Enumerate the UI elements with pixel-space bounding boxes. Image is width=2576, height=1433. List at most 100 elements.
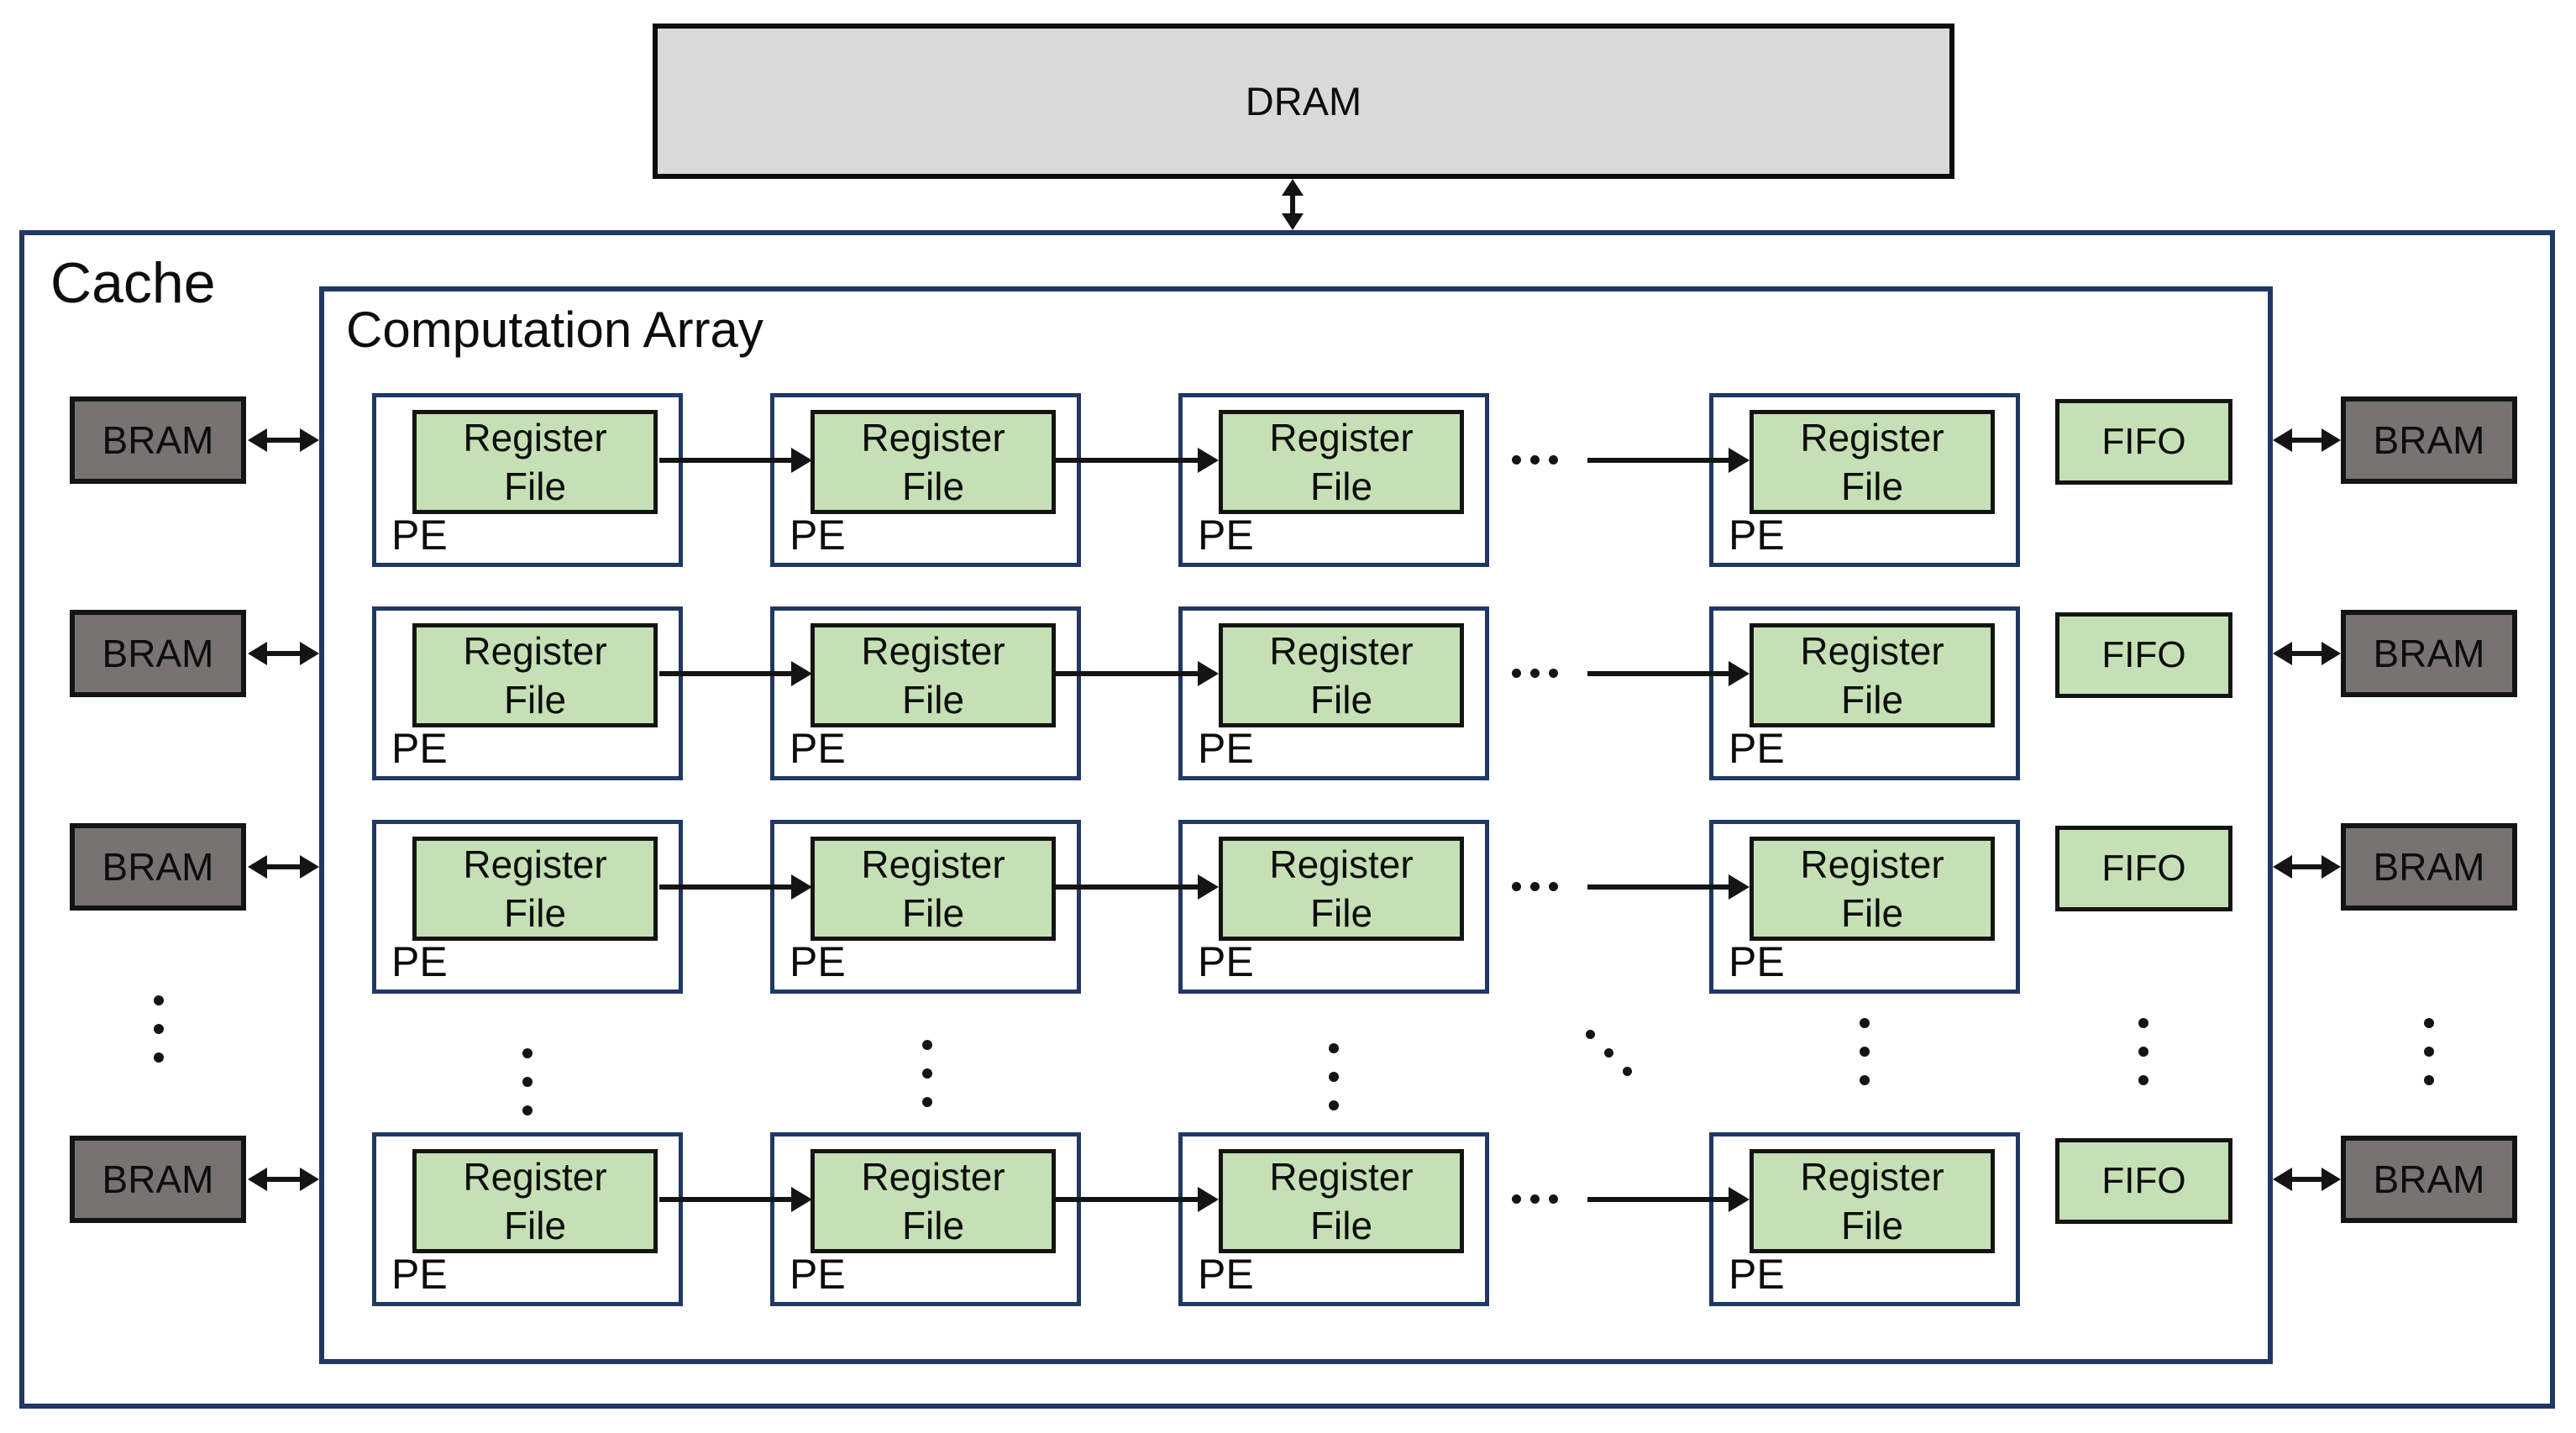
register-file-label: Register	[463, 415, 607, 459]
bram-right-4: BRAM	[2341, 1136, 2517, 1223]
bram-right-3: BRAM	[2341, 823, 2517, 911]
pe-label: PE	[391, 725, 448, 772]
dram-cache-bidirectional-arrow-icon	[1290, 196, 1295, 213]
pe-label: PE	[790, 512, 846, 559]
bram-label: BRAM	[2373, 632, 2485, 675]
register-file-label: Register	[1800, 628, 1944, 673]
bram-label: BRAM	[102, 632, 214, 675]
pe-label: PE	[1729, 938, 1785, 985]
bram-label: BRAM	[102, 1157, 214, 1201]
bram-label: BRAM	[2373, 1157, 2485, 1201]
bram-label: BRAM	[102, 845, 214, 889]
array-bram-bidirectional-arrow-icon	[2292, 438, 2322, 443]
register-file-label: Register	[861, 1154, 1005, 1199]
fifo-label: FIFO	[2101, 634, 2186, 675]
register-file-label: Register	[463, 1154, 607, 1199]
pe-label: PE	[1198, 1251, 1254, 1298]
register-file-label: File	[1309, 678, 1373, 722]
pe-label: PE	[391, 1251, 448, 1298]
register-file-label: File	[503, 1204, 567, 1247]
register-file-label: Register	[1800, 415, 1944, 459]
register-file-label: Register	[861, 628, 1005, 673]
array-bram-bidirectional-arrow-icon	[2292, 1177, 2322, 1182]
bram-array-bidirectional-arrow-icon	[267, 1177, 300, 1182]
computation-array-label: Computation Array	[346, 302, 763, 358]
dataflow-arrow-icon	[1056, 884, 1198, 890]
register-file-label: File	[1840, 678, 1904, 722]
vertical-ellipsis-icon	[1329, 1043, 1339, 1110]
register-file-label: File	[503, 465, 567, 508]
register-file-label: Register	[1269, 842, 1414, 886]
bram-label: BRAM	[2373, 418, 2485, 462]
dataflow-arrow-icon	[1587, 458, 1729, 463]
register-file-label: File	[1309, 891, 1373, 935]
register-file-label: Register	[861, 415, 1005, 459]
dram-block: DRAM	[653, 24, 1954, 179]
dataflow-arrow-icon	[1587, 1197, 1729, 1202]
fifo-block: FIFO	[2055, 612, 2232, 698]
pe-label: PE	[790, 1251, 846, 1298]
vertical-ellipsis-icon	[2138, 1018, 2148, 1085]
array-bram-bidirectional-arrow-icon	[2292, 864, 2322, 869]
horizontal-ellipsis-icon	[1512, 669, 1558, 678]
fifo-label: FIFO	[2101, 1160, 2186, 1201]
register-file-label: File	[901, 678, 965, 722]
register-file-label: File	[1309, 1204, 1373, 1247]
bram-right-1: BRAM	[2341, 396, 2517, 484]
register-file-label: File	[901, 1204, 965, 1247]
vertical-ellipsis-icon	[922, 1040, 932, 1107]
fifo-block: FIFO	[2055, 826, 2232, 911]
dataflow-arrow-icon	[1056, 671, 1198, 676]
register-file-label: Register	[1269, 1154, 1414, 1199]
register-file-label: File	[1309, 465, 1373, 508]
horizontal-ellipsis-icon	[1512, 1194, 1558, 1204]
pe-label: PE	[1729, 725, 1785, 772]
register-file-label: File	[901, 465, 965, 508]
pe-label: PE	[790, 938, 846, 985]
register-file-label: Register	[1800, 842, 1944, 886]
register-file-label: Register	[1800, 1154, 1944, 1199]
dataflow-arrow-icon	[1587, 884, 1729, 890]
register-file-label: File	[503, 678, 567, 722]
bram-label: BRAM	[102, 418, 214, 462]
fifo-label: FIFO	[2101, 421, 2186, 462]
dataflow-arrow-icon	[659, 458, 791, 463]
bram-array-bidirectional-arrow-icon	[267, 438, 300, 443]
pe-label: PE	[1198, 938, 1254, 985]
vertical-ellipsis-icon	[1860, 1018, 1870, 1085]
bram-array-bidirectional-arrow-icon	[267, 651, 300, 656]
pe-label: PE	[1198, 512, 1254, 559]
register-file-label: Register	[463, 628, 607, 673]
pe-label: PE	[1729, 512, 1785, 559]
dram-label: DRAM	[1245, 79, 1362, 123]
horizontal-ellipsis-icon	[1512, 882, 1558, 891]
pe-label: PE	[391, 512, 448, 559]
register-file-label: File	[1840, 1204, 1904, 1247]
dataflow-arrow-icon	[659, 1197, 791, 1202]
bram-left-1: BRAM	[70, 396, 246, 484]
dataflow-arrow-icon	[1056, 1197, 1198, 1202]
